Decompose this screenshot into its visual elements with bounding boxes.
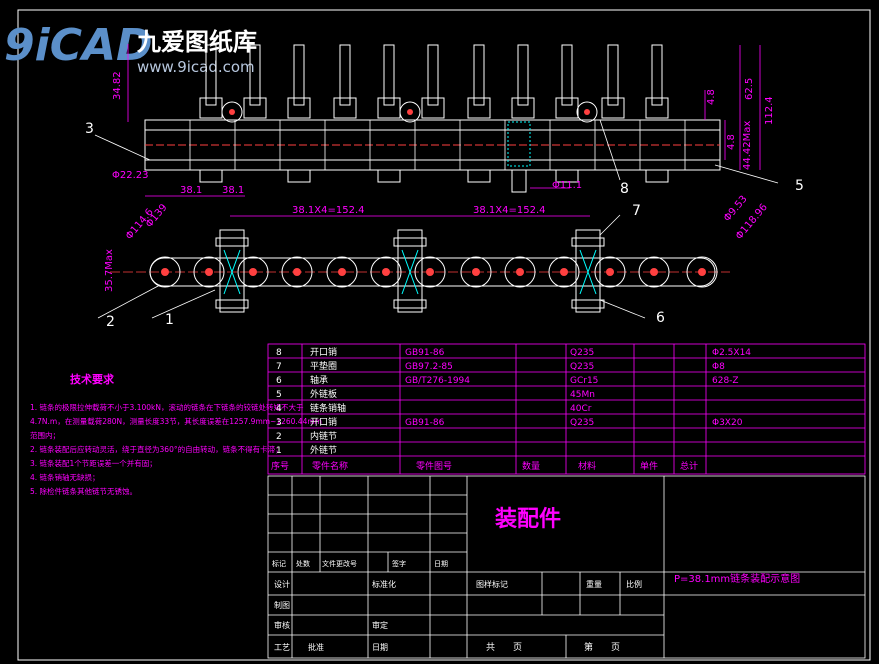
bom-material: Q235 (570, 348, 594, 358)
dim-h3: 112.4 (764, 96, 775, 125)
bom-table (267, 343, 866, 475)
bom-no: 5 (276, 390, 282, 400)
balloon-3: 3 (85, 121, 94, 137)
bom-name: 内链节 (310, 430, 337, 442)
dim-h6: 44.42Max (742, 121, 753, 170)
bom-note: 628-Z (712, 376, 739, 386)
bom-name: 外链节 (310, 444, 337, 456)
bom-material: GCr15 (570, 376, 598, 386)
bom-name: 平垫圈 (310, 360, 337, 372)
tech-line: 5. 除检件链条其他链节无锈蚀。 (30, 486, 137, 496)
tb-sheet-no: 第 页 (584, 641, 620, 653)
dim-span1: 38.1X4=152.4 (292, 205, 365, 216)
logo: 9iCAD 九爱图纸库 www.9icad.com (4, 20, 257, 76)
bom-material: Q235 (570, 418, 594, 428)
tb-design: 设计 (274, 579, 290, 589)
bom-no: 3 (276, 418, 282, 428)
drawing-title: P=38.1mm链条装配示意图 (674, 572, 800, 585)
dim-d2: Φ11.1 (552, 180, 582, 191)
rev-date: 日期 (434, 560, 448, 568)
bom-header-name: 零件名称 (312, 460, 348, 472)
tech-line: 1. 链条的极限拉伸载荷不小于3.100kN，滚动的链条在下链条的铰链处转矩不大… (30, 402, 304, 412)
tech-title: 技术要求 (70, 372, 115, 386)
top-view (144, 44, 721, 193)
dim-d6: Φ9.53 (722, 194, 750, 224)
rev-count: 处数 (296, 559, 310, 568)
bom-header-material: 材料 (578, 460, 596, 472)
dim-h4: 4.8 (706, 89, 717, 105)
bom-code: GB97.2-85 (405, 362, 453, 372)
balloons (94, 119, 779, 319)
tb-review: 审核 (274, 620, 290, 630)
drawing-name: 装配件 (495, 507, 561, 532)
tech-line: 4.7N.m，在测量载荷280N，测量长度33节，其长度误差在1257.9mm~… (30, 416, 322, 426)
rev-sign: 签字 (392, 559, 406, 568)
tb-scale: 比例 (626, 579, 642, 589)
dim-h1: 34.82 (112, 71, 123, 100)
balloon-7: 7 (632, 203, 641, 219)
tech-line: 范围内； (30, 430, 60, 440)
rev-file: 文件更改号 (322, 559, 357, 568)
tb-drafting: 制图 (274, 600, 290, 610)
title-block (267, 475, 866, 659)
tb-date: 日期 (372, 643, 388, 652)
bom-header-code: 零件图号 (416, 460, 452, 472)
dim-h5: 4.8 (726, 134, 737, 150)
bom-no: 6 (276, 376, 282, 386)
bom-header-no: 序号 (271, 460, 289, 472)
tb-weight: 重量 (586, 579, 602, 589)
bom-header-qty: 数量 (522, 460, 540, 472)
tb-sheets-total: 共 页 (486, 642, 522, 653)
logo-mark: 9iCAD (4, 20, 153, 71)
bom-name: 外链板 (310, 388, 337, 400)
bom-material: 40Cr (570, 404, 592, 414)
bom-name: 轴承 (310, 374, 328, 386)
drawing-frame (17, 9, 871, 661)
bom-material: 45Mn (570, 390, 595, 400)
bom-name: 开口销 (310, 346, 337, 358)
balloon-1: 1 (165, 312, 174, 328)
tech-requirements: 技术要求 1. 链条的极限拉伸载荷不小于3.100kN，滚动的链条在下链条的铰链… (30, 372, 322, 496)
bom-code: GB91-86 (405, 418, 445, 428)
dim-h2: 62.5 (744, 78, 755, 100)
balloon-5: 5 (795, 178, 804, 194)
bom-name: 链条销轴 (310, 402, 346, 414)
bom-header-total: 总计 (680, 460, 698, 472)
bom-no: 8 (276, 348, 282, 358)
bom-name: 开口销 (310, 416, 337, 428)
bom-no: 1 (276, 446, 282, 456)
bom-code: GB91-86 (405, 348, 445, 358)
tb-approve: 批准 (308, 642, 324, 652)
bom-no: 4 (276, 404, 282, 414)
logo-url: www.9icad.com (137, 58, 255, 76)
bom-no: 2 (276, 432, 282, 442)
tech-line: 3. 链条装配1个节距误差一个并有固； (30, 458, 157, 468)
bom-note: Φ8 (712, 362, 725, 372)
bom-note: Φ2.5X14 (712, 348, 751, 358)
side-view (110, 229, 730, 313)
bom-material: Q235 (570, 362, 594, 372)
dim-span2: 38.1X4=152.4 (473, 205, 546, 216)
tech-line: 2. 链条装配后应转动灵活，绕于直径为360°的自由转动，链条不得有卡滞； (30, 444, 283, 454)
tb-standard: 标准化 (372, 579, 396, 589)
logo-brand: 九爱图纸库 (136, 28, 257, 56)
rev-mark: 标记 (272, 559, 286, 568)
tb-stage-mark: 图样标记 (476, 579, 508, 589)
dim-d1: Φ22.23 (112, 170, 149, 181)
dim-pitch2: 38.1 (222, 185, 244, 196)
bom-note: Φ3X20 (712, 418, 743, 428)
dim-h7: 35.7Max (104, 249, 115, 292)
bom-header-mass: 单件 (640, 460, 658, 472)
bom-code: GB/T276-1994 (405, 376, 470, 386)
balloon-8: 8 (620, 181, 629, 197)
bom-no: 7 (276, 362, 282, 372)
tb-check: 审定 (372, 620, 388, 630)
tb-craft: 工艺 (274, 643, 290, 652)
balloon-2: 2 (106, 314, 115, 330)
dim-pitch1: 38.1 (180, 185, 202, 196)
balloon-6: 6 (656, 310, 665, 326)
top-dimensions (127, 44, 761, 217)
tech-line: 4. 链条销轴无缺损； (30, 472, 100, 482)
